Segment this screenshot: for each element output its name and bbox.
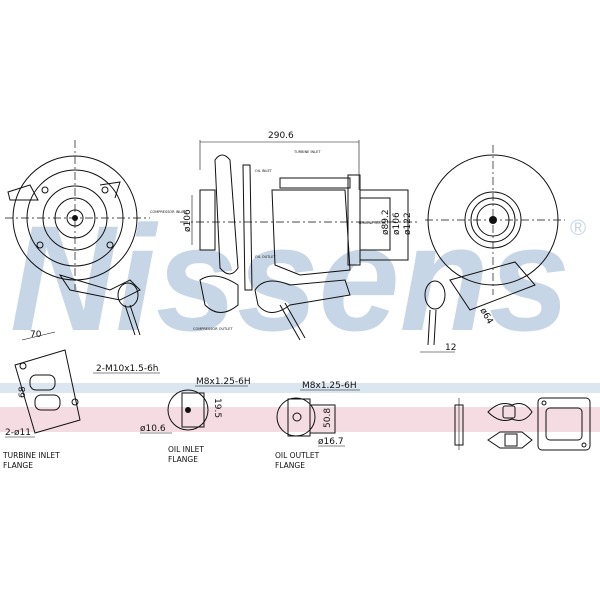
- turbine-outlet-inner-diameter: ø89.2: [381, 209, 391, 235]
- length-dimension: 290.6: [268, 131, 294, 141]
- turbine-inlet-label: TURBINE INLET: [293, 150, 321, 154]
- watermark-band-blue: [0, 383, 600, 393]
- caption-line-1: OIL OUTLET: [275, 451, 320, 460]
- oil-outlet-thread: M8x1.25-6H: [302, 381, 357, 391]
- oil-gasket-2: [487, 431, 533, 449]
- oil-inlet-diameter: ø10.6: [140, 424, 166, 434]
- oil-inlet-spacing: 19.5: [212, 398, 222, 418]
- compressor-outlet-label: COMPRESSOR OUTLET: [193, 327, 233, 331]
- flange-width: 70: [30, 330, 42, 340]
- gaskets: [454, 397, 591, 451]
- caption-line-2: FLANGE: [168, 455, 198, 464]
- turbine-outlet-outer-diameter: ø122: [403, 212, 413, 235]
- oil-inlet-thread: M8x1.25-6H: [196, 377, 251, 387]
- turbine-gasket: [537, 397, 591, 451]
- oil-outlet-spacing: 50.8: [323, 408, 333, 428]
- turbine-outlet-label: TURBINE OUTLET: [357, 221, 389, 225]
- caption-line-2: FLANGE: [3, 461, 33, 470]
- caption-line-1: TURBINE INLET: [2, 451, 60, 460]
- oil-gasket-1: [487, 403, 533, 421]
- caption-line-2: FLANGE: [275, 461, 305, 470]
- registered-mark: ®: [570, 215, 586, 240]
- oil-inlet-flange: M8x1.25-6H 19.5 ø10.6 OIL INLET FLANGE: [140, 377, 251, 464]
- oil-outlet-diameter: ø16.7: [318, 437, 344, 447]
- flange-holes: 2-ø11: [5, 428, 31, 438]
- turbine-inlet-flange: 70 68 2-M10x1.5-6h 2-ø11 TURBINE INLET F…: [2, 330, 160, 470]
- oil-outlet-flange: M8x1.25-6H 50.8 ø16.7 OIL OUTLET FLANGE: [275, 381, 360, 470]
- front-view: [5, 140, 150, 336]
- side-view: 290.6 ø106 ø89.2 ø106 ø122 TURBINE INLET…: [150, 131, 420, 341]
- compressor-inlet-label: COMPRESSOR INLET: [150, 210, 187, 214]
- compressor-diameter: ø106: [183, 209, 193, 232]
- caption-line-1: OIL INLET: [168, 445, 204, 454]
- oil-outlet-label: OIL OUTLET: [255, 255, 276, 259]
- offset-dimension: 12: [445, 343, 456, 353]
- turbine-outlet-mid-diameter: ø106: [392, 212, 402, 235]
- flange-height: 68: [18, 386, 28, 398]
- flange-thread: 2-M10x1.5-6h: [96, 364, 159, 374]
- oil-inlet-label: OIL INLET: [255, 169, 273, 173]
- nissens-watermark: Nissens: [10, 194, 570, 362]
